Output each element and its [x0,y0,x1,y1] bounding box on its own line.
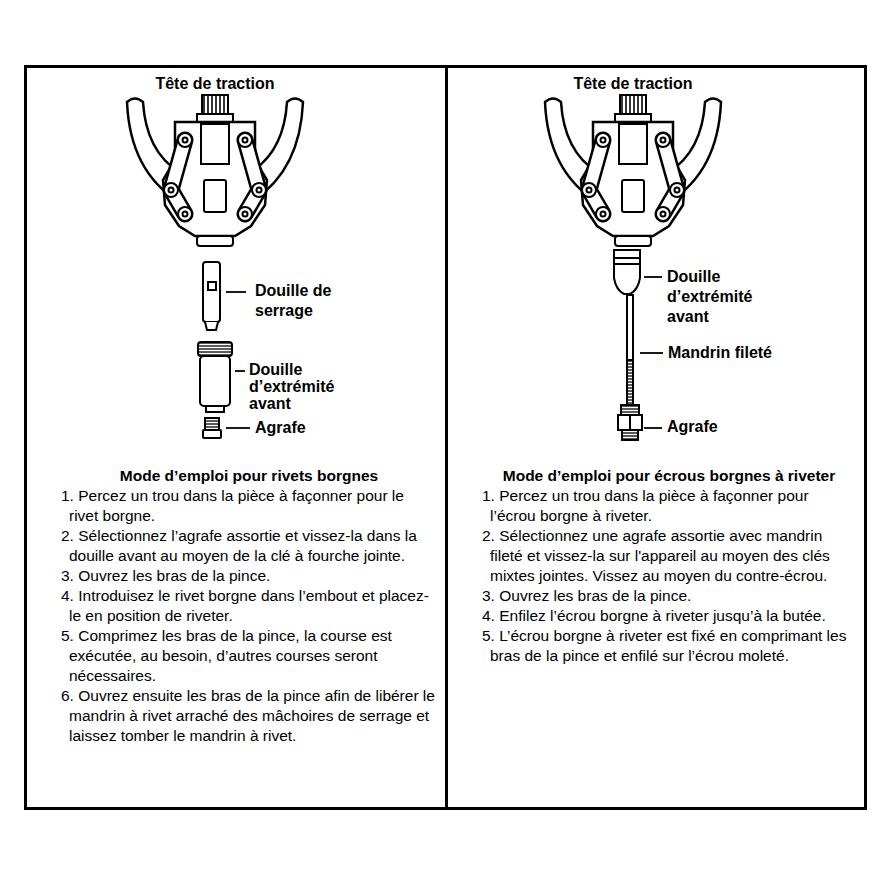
instruction-step: 1. Percez un trou dans la pièce à façonn… [482,486,856,526]
instruction-step: 1. Percez un trou dans la pièce à façonn… [61,486,437,526]
instruction-step: 4. Introduisez le rivet borgne dans l’em… [61,586,437,626]
part-label: Douille de serrage [255,281,355,321]
part-label: Douille d’extrémité avant [249,361,354,412]
panel-heading: Mode d’emploi pour rivets borgnes [61,466,437,486]
rivet-parts [198,262,232,438]
instruction-step: 2. Sélectionnez une agrafe assortie avec… [482,526,856,586]
instruction-step: 2. Sélectionnez l’agrafe assortie et vis… [61,526,437,566]
part-label: Mandrin fileté [668,343,818,363]
pulling-head [127,95,303,246]
part-label: Agrafe [255,418,345,438]
part-label: Tête de traction [115,74,315,94]
instruction-panel: Mode d’emploi pour rivets borgnes1. Perc… [24,65,448,810]
part-label: Douille d’extrémité avant [667,267,777,327]
panel-content: Mode d’emploi pour rivets borgnes1. Perc… [27,466,445,746]
panel-content: Mode d’emploi pour écrous borgnes à rive… [448,466,864,666]
part-label: Agrafe [667,417,757,437]
instruction-step: 5. Comprimez les bras de la pince, la co… [61,626,437,686]
instruction-step: 3. Ouvrez les bras de la pince. [482,586,856,606]
instruction-step: 5. L’écrou borgne à riveter est fixé en … [482,626,856,666]
instruction-step: 6. Ouvrez ensuite les bras de la pince a… [61,686,437,746]
part-label: Tête de traction [533,74,733,94]
panel-heading: Mode d’emploi pour écrous borgnes à rive… [482,466,856,486]
nut-parts [614,250,642,440]
instruction-step: 4. Enfilez l’écrou borgne à riveter jusq… [482,606,856,626]
pulling-head [545,95,721,246]
instruction-panel: Mode d’emploi pour écrous borgnes à rive… [445,65,867,810]
instruction-step: 3. Ouvrez les bras de la pince. [61,566,437,586]
